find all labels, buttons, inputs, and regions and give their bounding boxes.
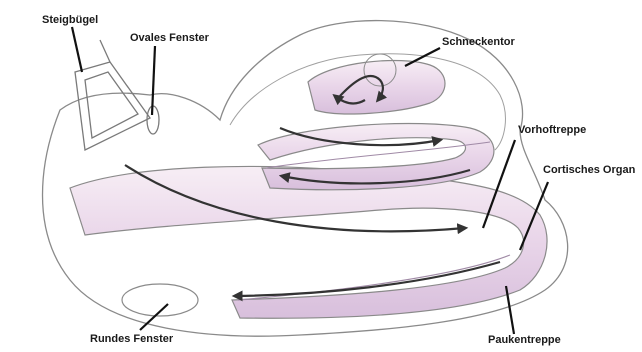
leader-ovales-fenster — [152, 46, 155, 115]
stapes-shape — [75, 40, 150, 150]
label-ovales-fenster: Ovales Fenster — [130, 32, 209, 44]
apical-turn-canal — [308, 60, 445, 113]
label-rundes-fenster: Rundes Fenster — [90, 333, 173, 345]
label-steigbuegel: Steigbügel — [42, 14, 98, 26]
label-vorhoftreppe: Vorhoftreppe — [518, 124, 586, 136]
leader-steigbuegel — [72, 27, 82, 72]
label-schneckentor: Schneckentor — [442, 36, 515, 48]
label-paukentreppe: Paukentreppe — [488, 334, 561, 346]
label-cortisches-organ: Cortisches Organ — [543, 164, 635, 176]
